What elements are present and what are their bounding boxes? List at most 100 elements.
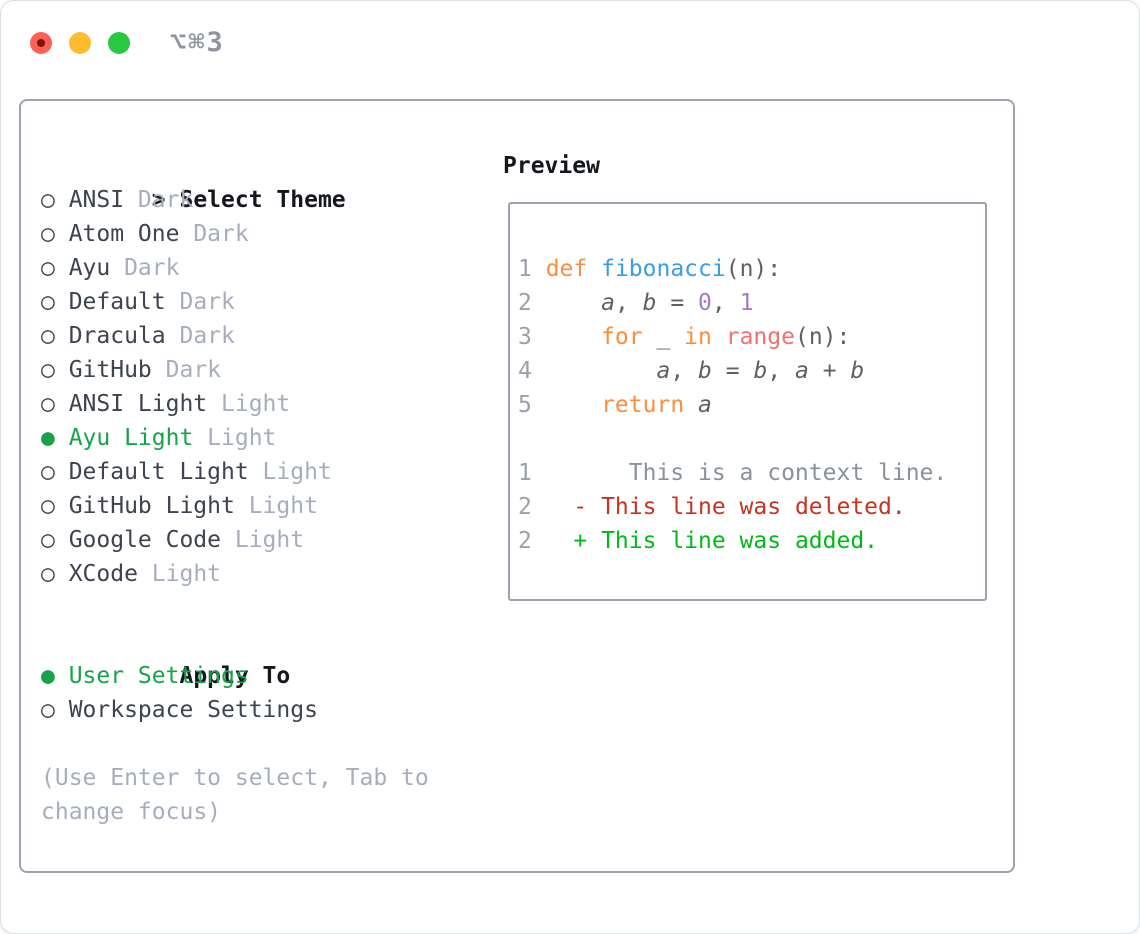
theme-option-ansi-light[interactable]: ○ ANSI Light Light [41,387,471,421]
close-button[interactable] [30,31,52,54]
line-number: 2 [518,290,532,316]
code-text: def fibonacci(n): [545,256,782,282]
line-number: 5 [518,392,532,418]
theme-option-github-light[interactable]: ○ GitHub Light Light [41,489,471,523]
radio-icon: ○ [41,221,55,247]
code-line: 5 return a [518,388,981,422]
radio-icon: ○ [41,255,55,281]
theme-variant: Light [262,459,332,485]
theme-variant: Light [151,561,222,587]
theme-variant: Dark [124,255,180,281]
line-number: 4 [518,358,532,384]
code-text: for _ in range(n): [601,324,851,350]
apply-option-workspace-settings[interactable]: ○ Workspace Settings [41,693,471,727]
theme-name: Default [68,289,166,315]
radio-icon: ○ [41,493,55,519]
line-number: 3 [518,324,532,350]
theme-variant: Light [248,493,318,519]
radio-icon: ○ [41,357,55,383]
code-line: 1 def fibonacci(n): [518,252,981,286]
theme-option-dracula[interactable]: ○ Dracula Dark [41,319,471,353]
theme-variant: Light [207,425,277,451]
apply-to-header: Apply To [41,625,471,689]
theme-option-default-light[interactable]: ○ Default Light Light [41,455,471,489]
theme-variant: Dark [179,323,235,349]
code-line-blank [518,422,981,456]
apply-to-title: Apply To [179,663,291,689]
radio-icon: ○ [41,527,55,553]
theme-variant: Dark [137,187,194,213]
theme-option-ayu[interactable]: ○ Ayu Dark [41,251,471,285]
code-text: a, b = b, a + b [656,358,865,384]
code-line: 2 a, b = 0, 1 [518,286,981,320]
theme-name: Dracula [68,323,166,349]
select-theme-header: > Select Theme [41,149,471,213]
theme-name: XCode [68,561,138,587]
code-line: 2 + This line was added. [518,524,981,558]
radio-icon: ○ [41,697,55,723]
code-line: 1 This is a context line. [518,456,981,490]
apply-option-label: User Settings [68,663,249,689]
theme-name: ANSI Light [68,391,208,417]
code-line: 2 - This line was deleted. [518,490,981,524]
keyboard-hint: (Use Enter to select, Tab to change focu… [41,765,429,825]
theme-variant: Light [234,527,305,553]
theme-variant: Dark [193,221,249,247]
line-number: 2 [518,528,532,554]
radio-icon: ○ [41,459,55,485]
theme-option-ansi[interactable]: ○ ANSI Dark [41,183,471,217]
theme-name: Ayu Light [68,425,194,451]
theme-name: Default Light [68,459,249,485]
theme-option-atom-one[interactable]: ○ Atom One Dark [41,217,471,251]
theme-option-google-code[interactable]: ○ Google Code Light [41,523,471,557]
spacer [41,591,471,625]
line-number: 1 [518,460,532,486]
theme-name: ANSI [68,187,125,213]
close-indicator-dot [37,38,45,47]
radio-icon: ○ [41,391,55,417]
theme-name: GitHub Light [68,493,235,519]
apply-option-label: Workspace Settings [68,697,318,723]
zoom-button[interactable] [108,31,130,54]
spacer [41,727,471,761]
line-number: 2 [518,494,532,520]
window-title: ⌥⌘3 [170,27,225,58]
theme-option-xcode[interactable]: ○ XCode Light [41,557,471,591]
theme-variant: Light [221,391,291,417]
theme-option-default[interactable]: ○ Default Dark [41,285,471,319]
code-text: a, b = 0, 1 [601,290,754,316]
theme-option-github[interactable]: ○ GitHub Dark [41,353,471,387]
select-theme-title: Select Theme [179,187,346,213]
radio-icon: ○ [41,187,55,213]
theme-name: Google Code [68,527,222,553]
radio-selected-icon: ● [41,663,55,689]
minimize-button[interactable] [69,31,91,54]
radio-icon: ○ [41,561,55,587]
theme-name: GitHub [68,357,152,383]
code-text: This is a context line. [545,460,948,486]
theme-name: Ayu [68,255,111,281]
titlebar: ⌥⌘3 [30,27,225,58]
apply-option-user-settings[interactable]: ● User Settings [41,659,471,693]
apply-to-options: ● User Settings ○ Workspace Settings [41,659,471,727]
code-text: return a [601,392,712,418]
code-line: 3 for _ in range(n): [518,320,981,354]
code-text: - This line was deleted. [573,494,906,520]
radio-icon: ○ [41,323,55,349]
theme-variant: Dark [179,289,235,315]
radio-icon: ○ [41,289,55,315]
prompt-caret-icon: > [151,187,166,213]
code-line: 4 a, b = b, a + b [518,354,981,388]
line-number: 1 [518,256,532,282]
code-text: + This line was added. [573,528,879,554]
preview-title: Preview [503,153,600,179]
theme-variant: Dark [165,357,222,383]
theme-name: Atom One [68,221,180,247]
